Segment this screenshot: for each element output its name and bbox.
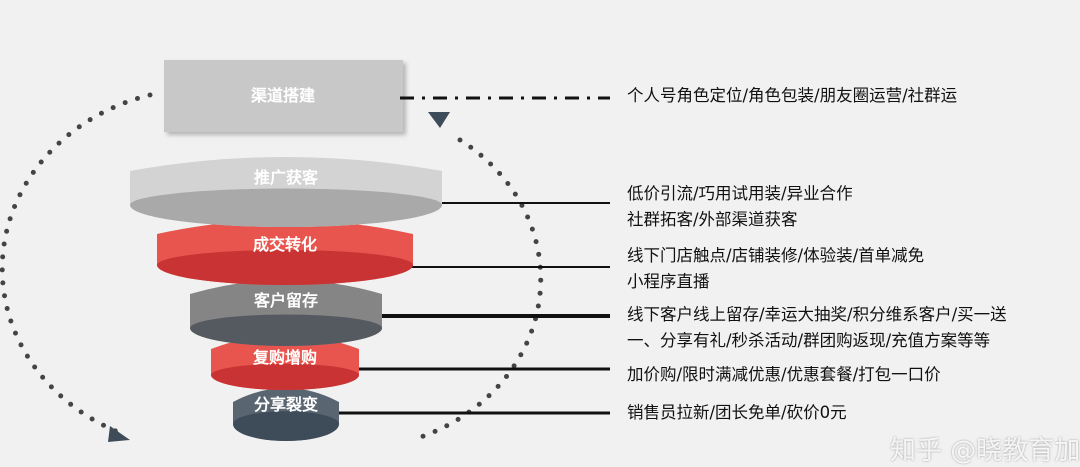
top-box bbox=[164, 60, 403, 132]
desc-line: 线下客户线上留存/幸运大抽奖/积分维系客户/买一送 bbox=[627, 305, 1007, 324]
funnel-tier-2 bbox=[157, 220, 413, 285]
tier-3-description: 线下客户线上留存/幸运大抽奖/积分维系客户/买一送 一、分享有礼/秒杀活动/群团… bbox=[627, 302, 1007, 354]
tier-label: 推广获客 bbox=[254, 168, 319, 187]
tier-base bbox=[233, 411, 339, 441]
tier-1-description: 低价引流/巧用试用装/异业合作 社群拓客/外部渠道获客 bbox=[627, 181, 853, 233]
top-description: 个人号角色定位/角色包装/朋友圈运营/社群运 bbox=[627, 86, 958, 105]
funnel-tier-4 bbox=[211, 335, 359, 390]
desc-line: 加价购/限时满减优惠/优惠套餐/打包一口价 bbox=[627, 365, 941, 384]
tier-base bbox=[211, 363, 359, 390]
funnel-tiers bbox=[130, 157, 610, 441]
arrowhead-right-icon bbox=[428, 112, 450, 128]
top-box-label: 渠道搭建 bbox=[251, 86, 315, 105]
tier-label: 复购增购 bbox=[252, 348, 317, 367]
desc-line: 销售员拉新/团长免单/砍价0元 bbox=[627, 403, 847, 422]
tier-label: 客户留存 bbox=[254, 291, 318, 310]
desc-line: 低价引流/巧用试用装/异业合作 bbox=[627, 184, 853, 203]
desc-line: 一、分享有礼/秒杀活动/群团购返现/充值方案等等 bbox=[627, 331, 991, 350]
tier-base bbox=[190, 314, 382, 346]
desc-line: 小程序直播 bbox=[627, 272, 710, 291]
cycle-dotted-arc-left bbox=[0, 92, 153, 435]
funnel-tier-1 bbox=[130, 157, 442, 227]
tier-5-description: 销售员拉新/团长免单/砍价0元 bbox=[627, 400, 847, 426]
funnel-tier-5 bbox=[233, 388, 339, 441]
funnel-tier-3 bbox=[190, 280, 382, 346]
tier-2-description: 线下门店触点/店铺装修/体验装/首单减免 小程序直播 bbox=[627, 243, 924, 295]
arrowhead-left-icon bbox=[108, 426, 130, 442]
tier-4-description: 加价购/限时满减优惠/优惠套餐/打包一口价 bbox=[627, 362, 941, 388]
desc-line: 线下门店触点/店铺装修/体验装/首单减免 bbox=[627, 246, 925, 265]
tier-label: 分享裂变 bbox=[254, 395, 318, 414]
tier-label: 成交转化 bbox=[253, 235, 317, 254]
watermark: 知乎 @晓教育加 bbox=[890, 436, 1080, 466]
desc-line: 社群拓客/外部渠道获客 bbox=[627, 210, 798, 229]
tier-base bbox=[157, 250, 413, 285]
tier-base bbox=[130, 188, 442, 227]
